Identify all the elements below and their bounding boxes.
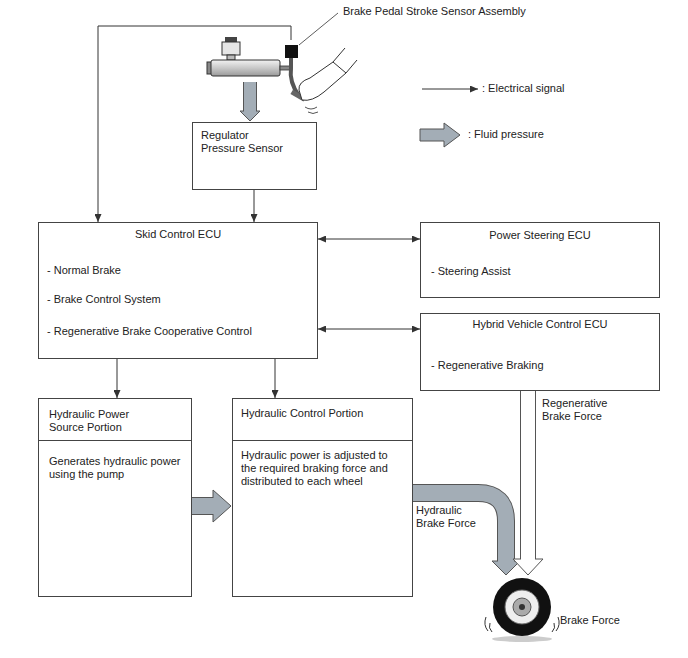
legend-text: : Fluid pressure (468, 128, 544, 141)
portion-box: Hydraulic Control PortionHydraulic power… (232, 398, 413, 597)
function-item: - Regenerative Braking (421, 359, 659, 390)
connector (117, 359, 118, 398)
part-label: Brake Pedal Stroke Sensor Assembly (343, 5, 526, 18)
connector (318, 329, 420, 330)
connector (192, 490, 231, 522)
sensor-box: Regulator Pressure Sensor (192, 122, 317, 190)
fluid-sample (420, 123, 460, 147)
connector (513, 391, 543, 575)
portion-box: Hydraulic Power Source PortionGenerates … (38, 398, 192, 597)
connector (254, 190, 255, 222)
legend-text: : Electrical signal (482, 82, 565, 95)
edge-label: Hydraulic Brake Force (416, 504, 482, 530)
box-title: Hydraulic Power Source Portion (39, 399, 191, 441)
connector (318, 239, 420, 240)
wheel-illustration: Brake Force (492, 577, 552, 637)
ecu-box: Hybrid Vehicle Control ECU - Regenerative… (420, 313, 660, 391)
box-title: Power Steering ECU (421, 223, 659, 242)
connector (413, 493, 520, 575)
brake-pedal-drawing (205, 40, 350, 82)
box-title: Regulator Pressure Sensor (193, 123, 297, 155)
box-description: Hydraulic power is adjusted to the requi… (233, 441, 412, 496)
ecu-box: Skid Control ECU - Normal Brake - Brake Co… (38, 222, 318, 359)
box-description: Generates hydraulic power using the pump (39, 441, 191, 489)
tire-drawing (492, 577, 552, 637)
edge-label: Regenerative Brake Force (542, 397, 622, 423)
box-title: Hydraulic Control Portion (233, 399, 412, 441)
box-title: Hybrid Vehicle Control ECU (421, 314, 659, 331)
electrical-sample (422, 89, 478, 90)
function-item: - Regenerative Brake Cooperative Control (39, 325, 317, 358)
function-item: - Normal Brake (39, 264, 317, 277)
ecu-box: Power Steering ECU - Steering Assist (420, 222, 660, 298)
function-item: - Brake Control System (39, 293, 317, 306)
function-item: - Steering Assist (421, 265, 659, 297)
connector (240, 82, 260, 121)
box-title: Skid Control ECU (39, 223, 317, 241)
part-label: Brake Force (560, 614, 620, 627)
brake-pedal-illustration: Brake Pedal Stroke Sensor Assembly (205, 40, 350, 82)
legend-samples (412, 78, 482, 153)
connector (275, 359, 276, 398)
